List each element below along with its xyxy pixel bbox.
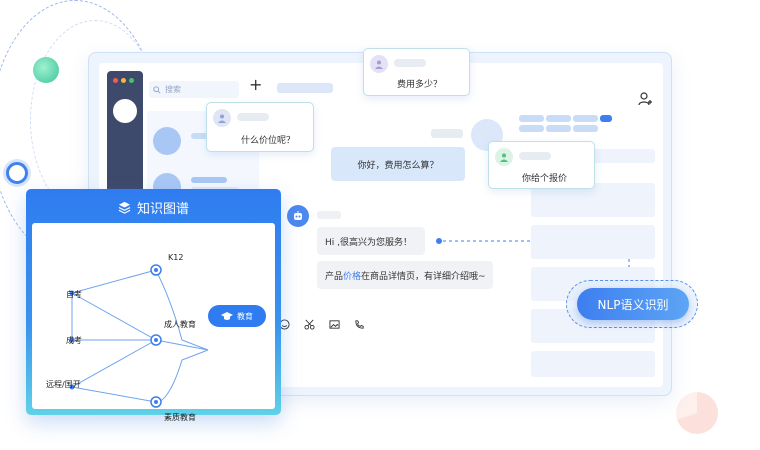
graph-edges [69,264,209,408]
add-conversation-button[interactable]: + [249,75,263,94]
nlp-label: NLP语义识别 [597,297,669,312]
add-user-icon[interactable] [637,91,653,107]
bot-reply-message: 产品价格在商品详情页，有详细介绍哦~ [317,261,493,289]
knowledge-graph-card: 知识图谱 [26,189,281,422]
graduation-cap-icon [221,312,233,320]
layers-icon [118,201,131,214]
price-link[interactable]: 价格 [343,271,362,282]
user-avatar[interactable] [113,99,137,123]
maximize-dot[interactable] [129,78,134,83]
nlp-pill: NLP语义识别 [577,288,689,320]
info-cell [546,115,571,122]
bot-greeting-message: Hi ,很高兴为您服务！ [317,227,425,255]
graph-node-k12: K12 [168,253,184,262]
user-message-text: 你好，费用怎么算？ [357,160,439,171]
knowledge-graph-canvas: K12 成人教育 素质教育 自考 成考 远程/国开 教育 [32,223,275,422]
customer-avatar [213,109,231,127]
chat-toolbar [279,319,365,330]
cost-question-text: 费用多少？ [397,80,443,90]
user-name-placeholder [431,129,463,138]
nlp-badge: NLP语义识别 [566,280,698,328]
app-sidebar [107,71,143,211]
close-dot[interactable] [113,78,118,83]
phone-icon[interactable] [354,319,365,330]
decorative-green-dot [33,57,59,83]
price-question-bubble: 什么价位呢？ [206,102,314,152]
graph-node-education: 教育 [208,305,266,327]
image-icon[interactable] [329,319,340,330]
quote-question-bubble: 你给个报价 [488,141,595,189]
decorative-pie-chart [676,392,718,434]
cost-question-bubble: 费用多少？ [363,48,470,96]
knowledge-graph-title: 知识图谱 [136,201,189,217]
search-icon [153,85,161,94]
contact-avatar[interactable] [153,127,181,155]
graph-node-adult-education: 成人教育 [164,320,196,329]
graph-node-quality-education: 素质教育 [164,413,196,422]
name-placeholder [394,59,426,67]
search-input[interactable]: 搜索 [149,81,239,98]
info-grid [519,115,625,132]
bot-reply-suffix: 在商品详情页，有详细介绍哦~ [361,271,486,282]
graph-node-self-exam: 自考 [66,290,82,299]
graph-node-adult-exam: 成考 [66,336,82,345]
info-block [531,351,655,377]
info-cell [546,125,571,132]
scissors-icon[interactable] [304,319,315,330]
name-placeholder [237,113,269,121]
quote-question-text: 你给个报价 [522,174,568,184]
bot-avatar [287,205,309,227]
user-message: 你好，费用怎么算？ [331,147,465,181]
decorative-ring-dot [6,162,28,184]
name-placeholder [519,152,551,160]
search-placeholder: 搜索 [165,85,181,94]
bot-reply-prefix: 产品 [325,271,344,282]
knowledge-graph-header: 知识图谱 [26,189,281,225]
graph-center-label: 教育 [237,311,253,321]
contact-name-placeholder [191,177,227,183]
info-cell [519,115,544,122]
person-icon [500,153,508,162]
graph-node-distance: 远程/国开 [46,380,81,389]
robot-icon [294,211,302,220]
info-block [531,225,655,259]
price-question-text: 什么价位呢？ [241,136,296,146]
customer-avatar [370,55,388,73]
person-icon [375,60,383,69]
info-cell [519,125,544,132]
person-icon [218,114,226,123]
info-cell [600,115,612,122]
info-cell [573,125,598,132]
chat-header-placeholder [277,83,333,93]
info-cell [573,115,598,122]
customer-avatar [495,148,513,166]
bot-greeting-text: Hi ,很高兴为您服务！ [325,237,412,248]
bot-name-placeholder [317,211,341,219]
minimize-dot[interactable] [121,78,126,83]
